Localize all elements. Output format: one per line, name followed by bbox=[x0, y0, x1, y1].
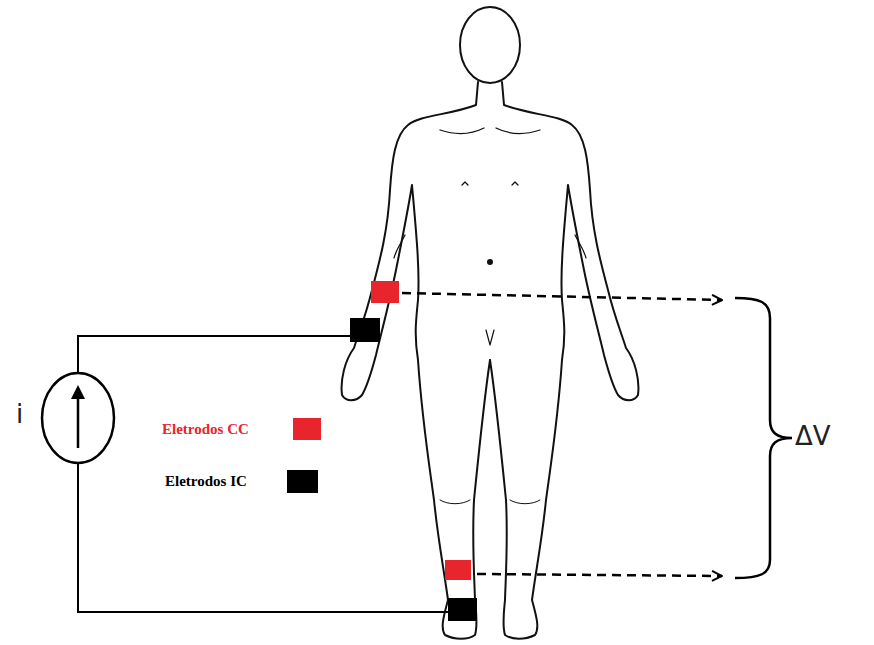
brace bbox=[735, 298, 792, 578]
legend-text: Eletrodos IC bbox=[165, 473, 247, 490]
circuit-wire bbox=[78, 336, 450, 612]
legend-text: Eletrodos CC bbox=[162, 421, 249, 438]
legend-swatch bbox=[293, 418, 321, 440]
current-label: i bbox=[16, 400, 23, 429]
human-body bbox=[342, 7, 639, 639]
electrode bbox=[350, 281, 477, 621]
legend-swatch bbox=[287, 470, 318, 493]
measurement-arrow bbox=[402, 293, 722, 576]
voltage-label: ΔV bbox=[795, 422, 831, 451]
current-source bbox=[42, 373, 114, 463]
